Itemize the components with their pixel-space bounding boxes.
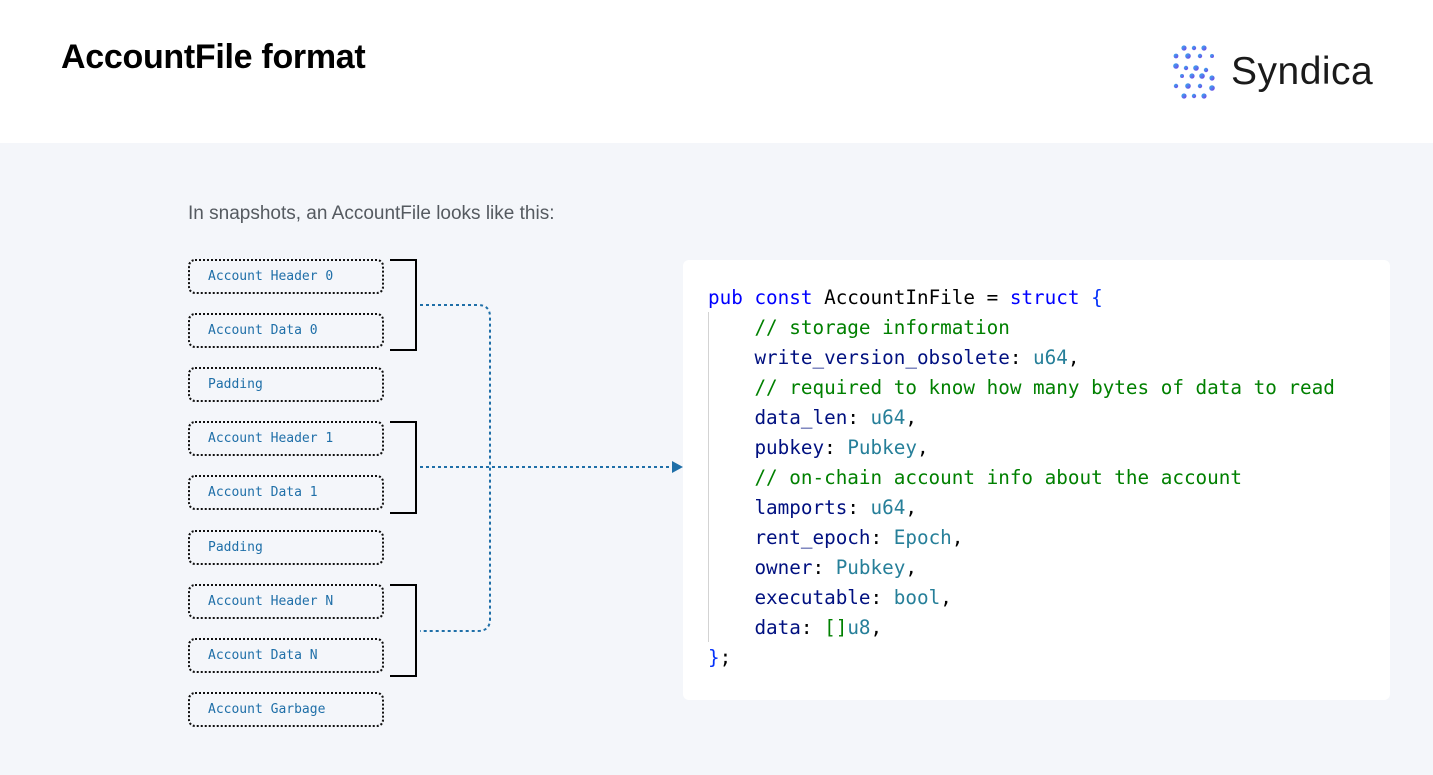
field-type: u8 — [847, 616, 871, 639]
field-name: data — [754, 616, 801, 639]
code-field: data: []u8, — [754, 616, 883, 639]
semicolon: ; — [719, 646, 732, 669]
block-padding: Padding — [188, 367, 384, 402]
field-type: Epoch — [893, 526, 952, 549]
code-field: owner: Pubkey, — [754, 556, 917, 579]
code-field: write_version_obsolete: u64, — [754, 346, 1080, 369]
field-name: write_version_obsolete — [754, 346, 1010, 369]
field-type: u64 — [1033, 346, 1068, 369]
field-name: rent_epoch — [754, 526, 871, 549]
page-title: AccountFile format — [61, 38, 366, 76]
code-line-struct: pub const AccountInFile = struct { — [708, 283, 1335, 313]
code-comment: // required to know how many bytes of da… — [708, 373, 1335, 403]
block-account-header-n: Account Header N — [188, 584, 384, 619]
slice-brackets: [] — [824, 616, 848, 639]
block-account-garbage: Account Garbage — [188, 692, 384, 727]
code-field: data_len: u64, — [754, 406, 917, 429]
group-bracket-n — [390, 584, 417, 677]
code-field: lamports: u64, — [754, 496, 917, 519]
code-field: pubkey: Pubkey, — [754, 436, 929, 459]
close-brace: } — [708, 646, 720, 669]
comment-text: // storage information — [754, 316, 1010, 339]
intro-text: In snapshots, an AccountFile looks like … — [188, 203, 555, 224]
field-name: data_len — [754, 406, 848, 429]
field-name: lamports — [754, 496, 848, 519]
code-panel: pub const AccountInFile = struct { // st… — [683, 260, 1390, 700]
block-account-data-n: Account Data N — [188, 638, 384, 673]
field-type: u64 — [870, 406, 906, 429]
block-account-data-1: Account Data 1 — [188, 475, 384, 510]
field-name: executable — [754, 586, 871, 609]
code-block: pub const AccountInFile = struct { // st… — [708, 283, 1335, 673]
logo-text: Syndica — [1231, 50, 1374, 93]
code-field: rent_epoch: Epoch, — [754, 526, 964, 549]
code-comment: // storage information — [708, 313, 1335, 343]
keyword-pub: pub — [708, 286, 743, 309]
keyword-const: const — [754, 286, 813, 309]
comment-text: // on-chain account info about the accou… — [754, 466, 1242, 489]
group-bracket-1 — [390, 421, 417, 514]
field-type: u64 — [870, 496, 906, 519]
arrow-right-icon — [672, 461, 683, 473]
syndica-dots-logo-icon — [1173, 45, 1215, 99]
group-bracket-0 — [390, 259, 417, 351]
block-account-header-0: Account Header 0 — [188, 259, 384, 294]
field-type: Pubkey — [835, 556, 906, 579]
block-padding: Padding — [188, 530, 384, 565]
keyword-struct: struct — [1009, 286, 1080, 309]
header: AccountFile format Syndica — [0, 0, 1433, 143]
field-type: Pubkey — [847, 436, 917, 459]
code-line-close: }; — [708, 643, 1335, 673]
comment-text: // required to know how many bytes of da… — [754, 376, 1335, 399]
field-type: bool — [893, 586, 941, 609]
block-account-header-1: Account Header 1 — [188, 421, 384, 456]
logo: Syndica — [1170, 44, 1390, 100]
equals-sign: = — [986, 286, 999, 309]
struct-name: AccountInFile — [824, 286, 976, 309]
block-account-data-0: Account Data 0 — [188, 313, 384, 348]
code-field: executable: bool, — [754, 586, 952, 609]
field-name: owner — [754, 556, 813, 579]
indent-guide — [708, 312, 709, 642]
code-comment: // on-chain account info about the accou… — [708, 463, 1335, 493]
connector-0 — [420, 304, 491, 632]
open-brace: { — [1091, 286, 1103, 309]
field-name: pubkey — [754, 436, 825, 459]
